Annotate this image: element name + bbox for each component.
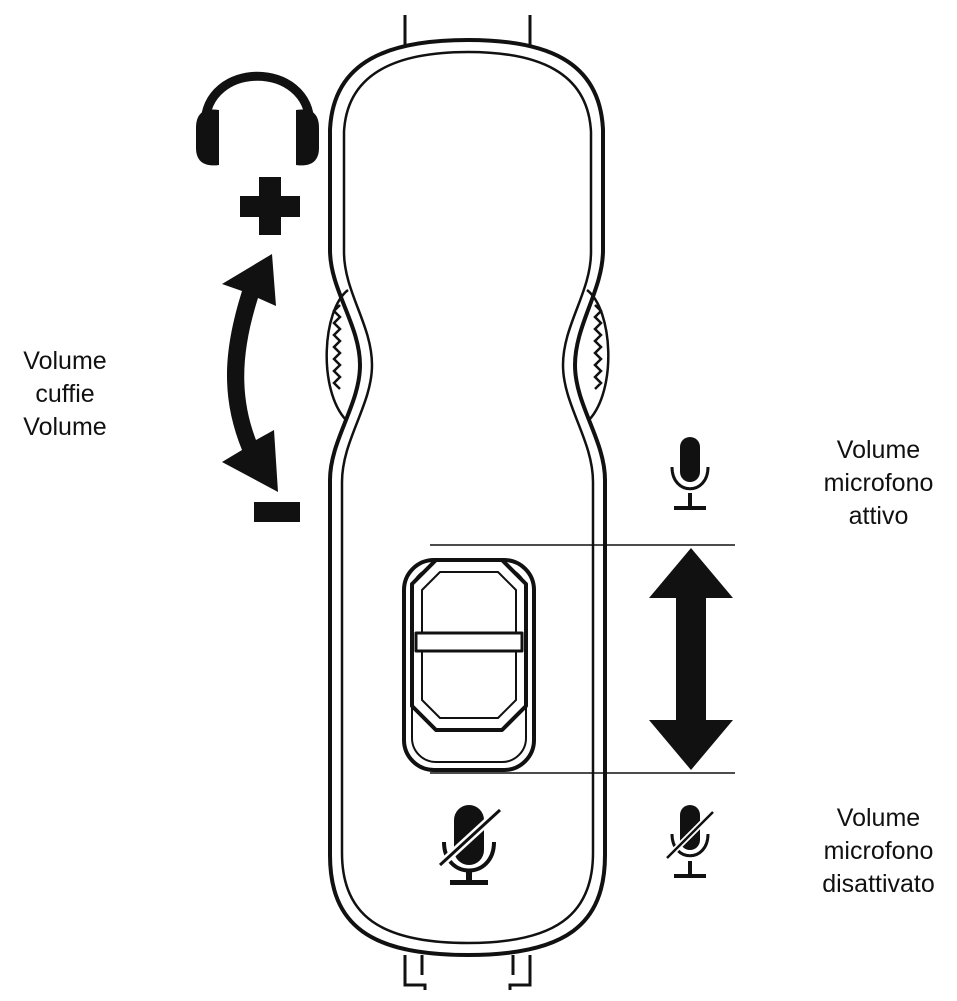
headphone-volume-label-line-1: Volume — [23, 347, 107, 375]
curved-double-arrow-icon — [222, 254, 278, 492]
mic-muted-label: Volume microfono disattivato — [800, 802, 957, 901]
mic-active-label: Volume microfono attivo — [800, 434, 957, 533]
microphone-muted-icon — [664, 805, 716, 878]
slider-guide-lines — [430, 544, 735, 774]
headphones-icon — [196, 71, 319, 166]
mic-active-label-line-2: microfono — [823, 469, 934, 497]
mic-active-label-line-3: attivo — [848, 502, 909, 530]
side-wheels — [325, 289, 610, 421]
headphone-volume-label: Volume cuffie Volume — [0, 345, 130, 444]
plus-icon — [240, 177, 300, 235]
mic-muted-label-line-1: Volume — [836, 804, 921, 832]
mic-muted-label-line-2: microfono — [823, 837, 934, 865]
device-mute-mic-icon — [437, 805, 503, 885]
bottom-connector — [403, 955, 532, 990]
mic-muted-label-line-3: disattivato — [822, 870, 935, 898]
mic-slider-switch — [402, 558, 536, 772]
headphone-volume-label-line-3: Volume — [23, 413, 107, 441]
headphone-volume-label-line-2: cuffie — [35, 380, 95, 408]
vertical-double-arrow-icon — [649, 548, 733, 770]
microphone-icon — [670, 437, 710, 510]
mic-active-label-line-1: Volume — [836, 436, 921, 464]
minus-icon — [254, 502, 300, 522]
